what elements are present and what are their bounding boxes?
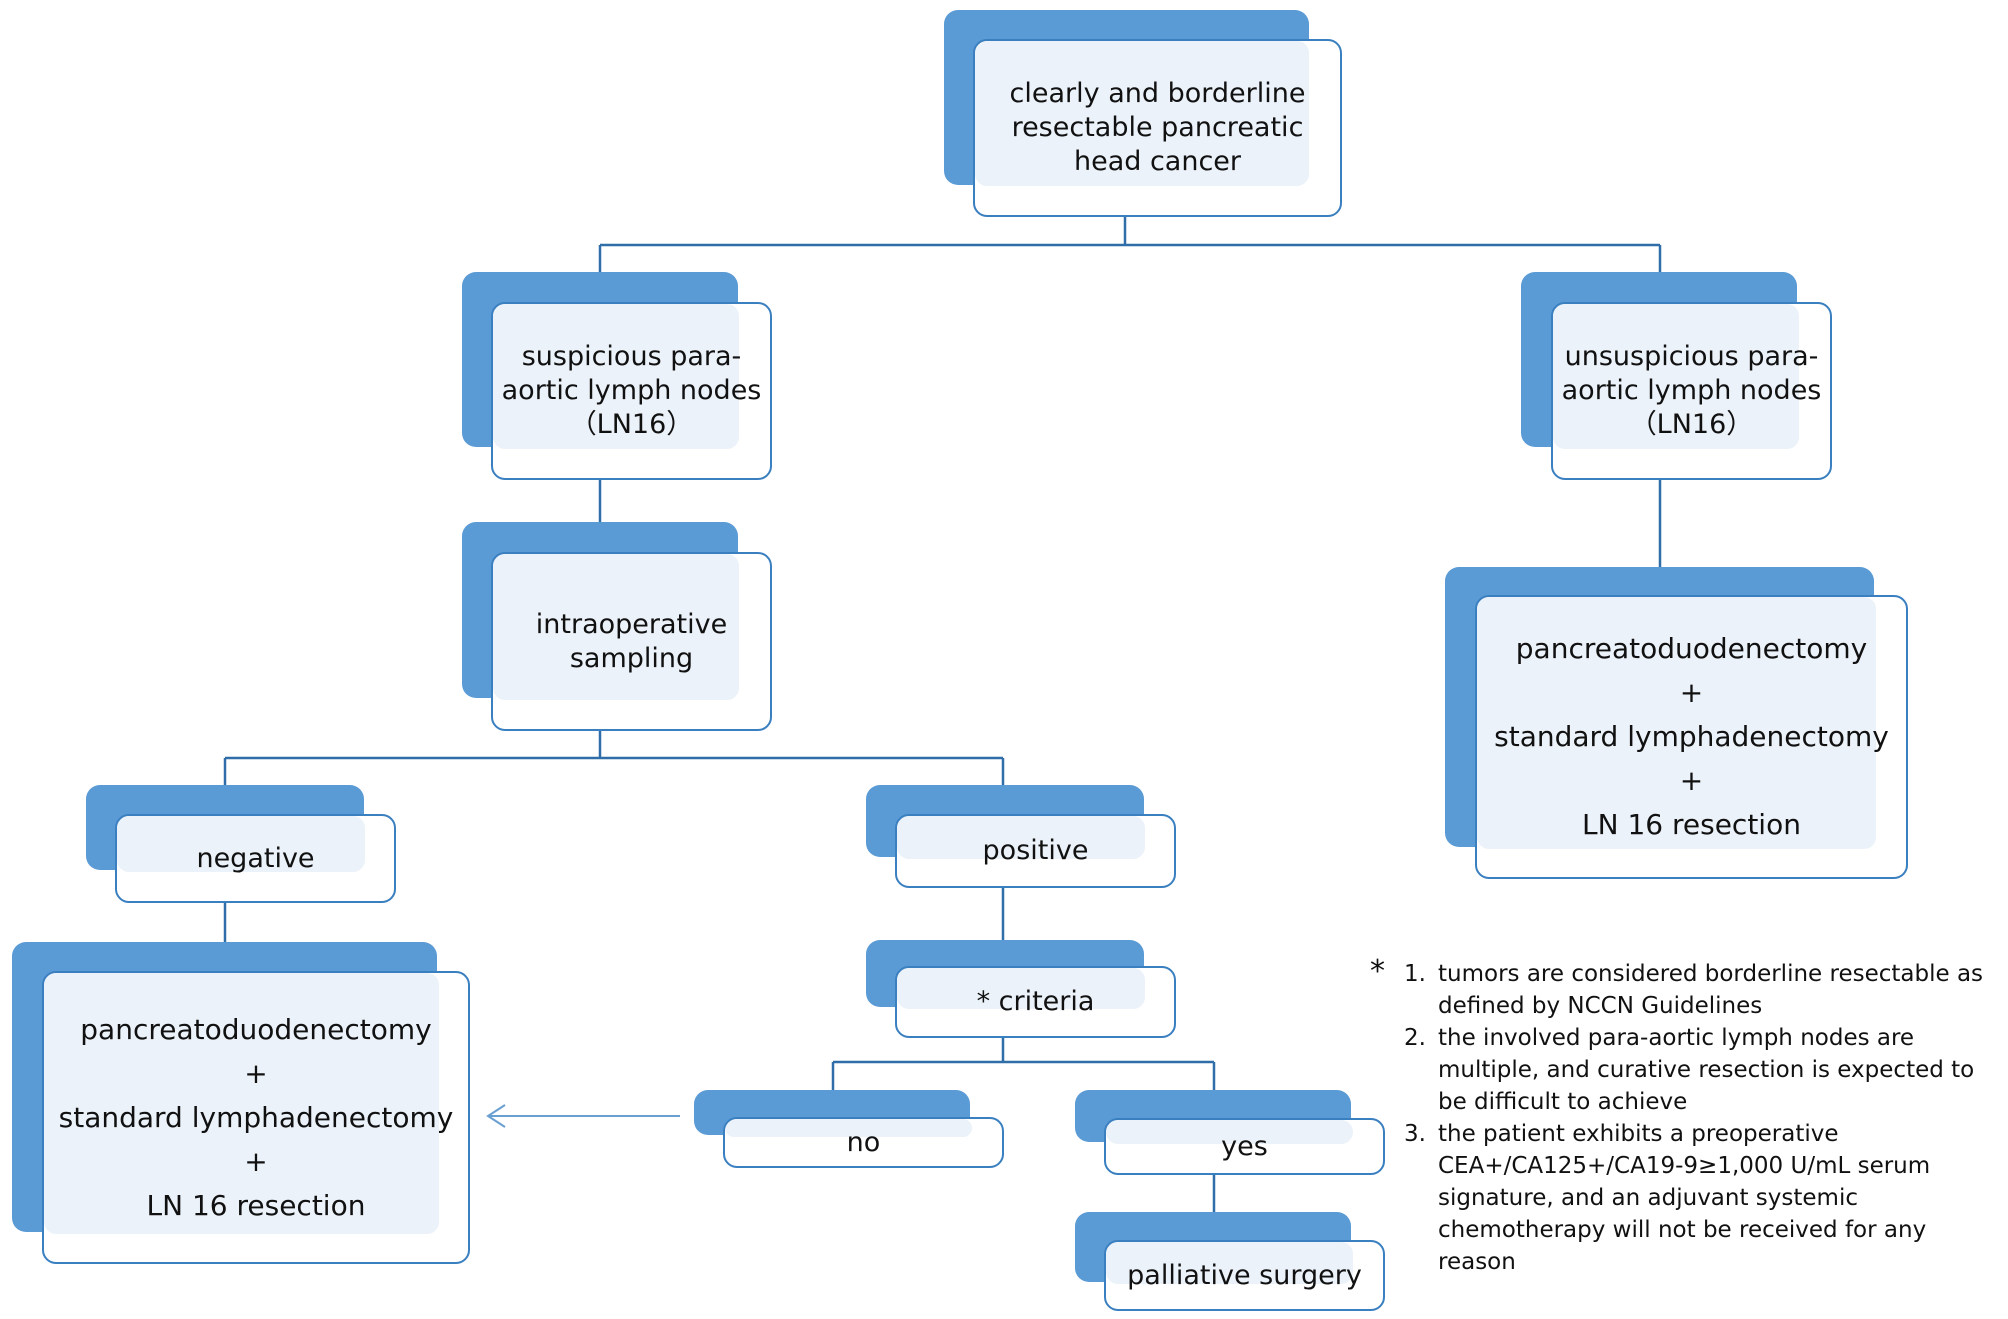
node-palliative: palliative surgery <box>1075 1212 1385 1311</box>
node-no: no <box>694 1090 1004 1168</box>
node-criteria: * criteria <box>866 940 1176 1038</box>
node-negative-label: negative <box>196 842 315 874</box>
arrow-no-to-surgery <box>486 1104 680 1128</box>
notes-item: 1. tumors are considered borderline rese… <box>1404 961 1984 1019</box>
node-surgery-left-label: pancreatoduodenectomy + standard lymphad… <box>58 1012 454 1222</box>
node-yes: yes <box>1075 1090 1385 1175</box>
node-yes-label: yes <box>1221 1130 1268 1162</box>
node-palliative-label: palliative surgery <box>1127 1259 1362 1291</box>
node-sampling: intraoperative sampling <box>462 522 772 731</box>
node-suspicious-label: suspicious para- aortic lymph nodes （LN1… <box>501 341 762 440</box>
node-sampling-label: intraoperative sampling <box>535 608 728 674</box>
criteria-notes: * 1. tumors are considered borderline re… <box>1370 954 2000 1278</box>
notes-item: 3. the patient exhibits a preoperative C… <box>1404 1121 1931 1275</box>
node-surgery-right-label: pancreatoduodenectomy + standard lymphad… <box>1494 632 1889 841</box>
node-positive-label: positive <box>982 835 1089 866</box>
node-no-label: no <box>846 1126 881 1158</box>
node-unsuspicious: unsuspicious para- aortic lymph nodes （L… <box>1521 272 1832 480</box>
node-criteria-label: * criteria <box>976 986 1095 1017</box>
node-unsuspicious-label: unsuspicious para- aortic lymph nodes （L… <box>1561 341 1822 440</box>
node-root-label: clearly and borderline resectable pancre… <box>1009 78 1306 177</box>
notes-list: 1. tumors are considered borderline rese… <box>1370 958 2000 1278</box>
node-root: clearly and borderline resectable pancre… <box>944 10 1342 217</box>
node-suspicious: suspicious para- aortic lymph nodes （LN1… <box>462 272 772 480</box>
node-surgery-right: pancreatoduodenectomy + standard lymphad… <box>1445 567 1908 879</box>
node-surgery-left: pancreatoduodenectomy + standard lymphad… <box>12 942 470 1264</box>
node-positive: positive <box>866 785 1176 888</box>
notes-item: 2. the involved para-aortic lymph nodes … <box>1404 1025 1975 1115</box>
node-negative: negative <box>86 785 396 903</box>
notes-marker: * <box>1370 954 1385 989</box>
